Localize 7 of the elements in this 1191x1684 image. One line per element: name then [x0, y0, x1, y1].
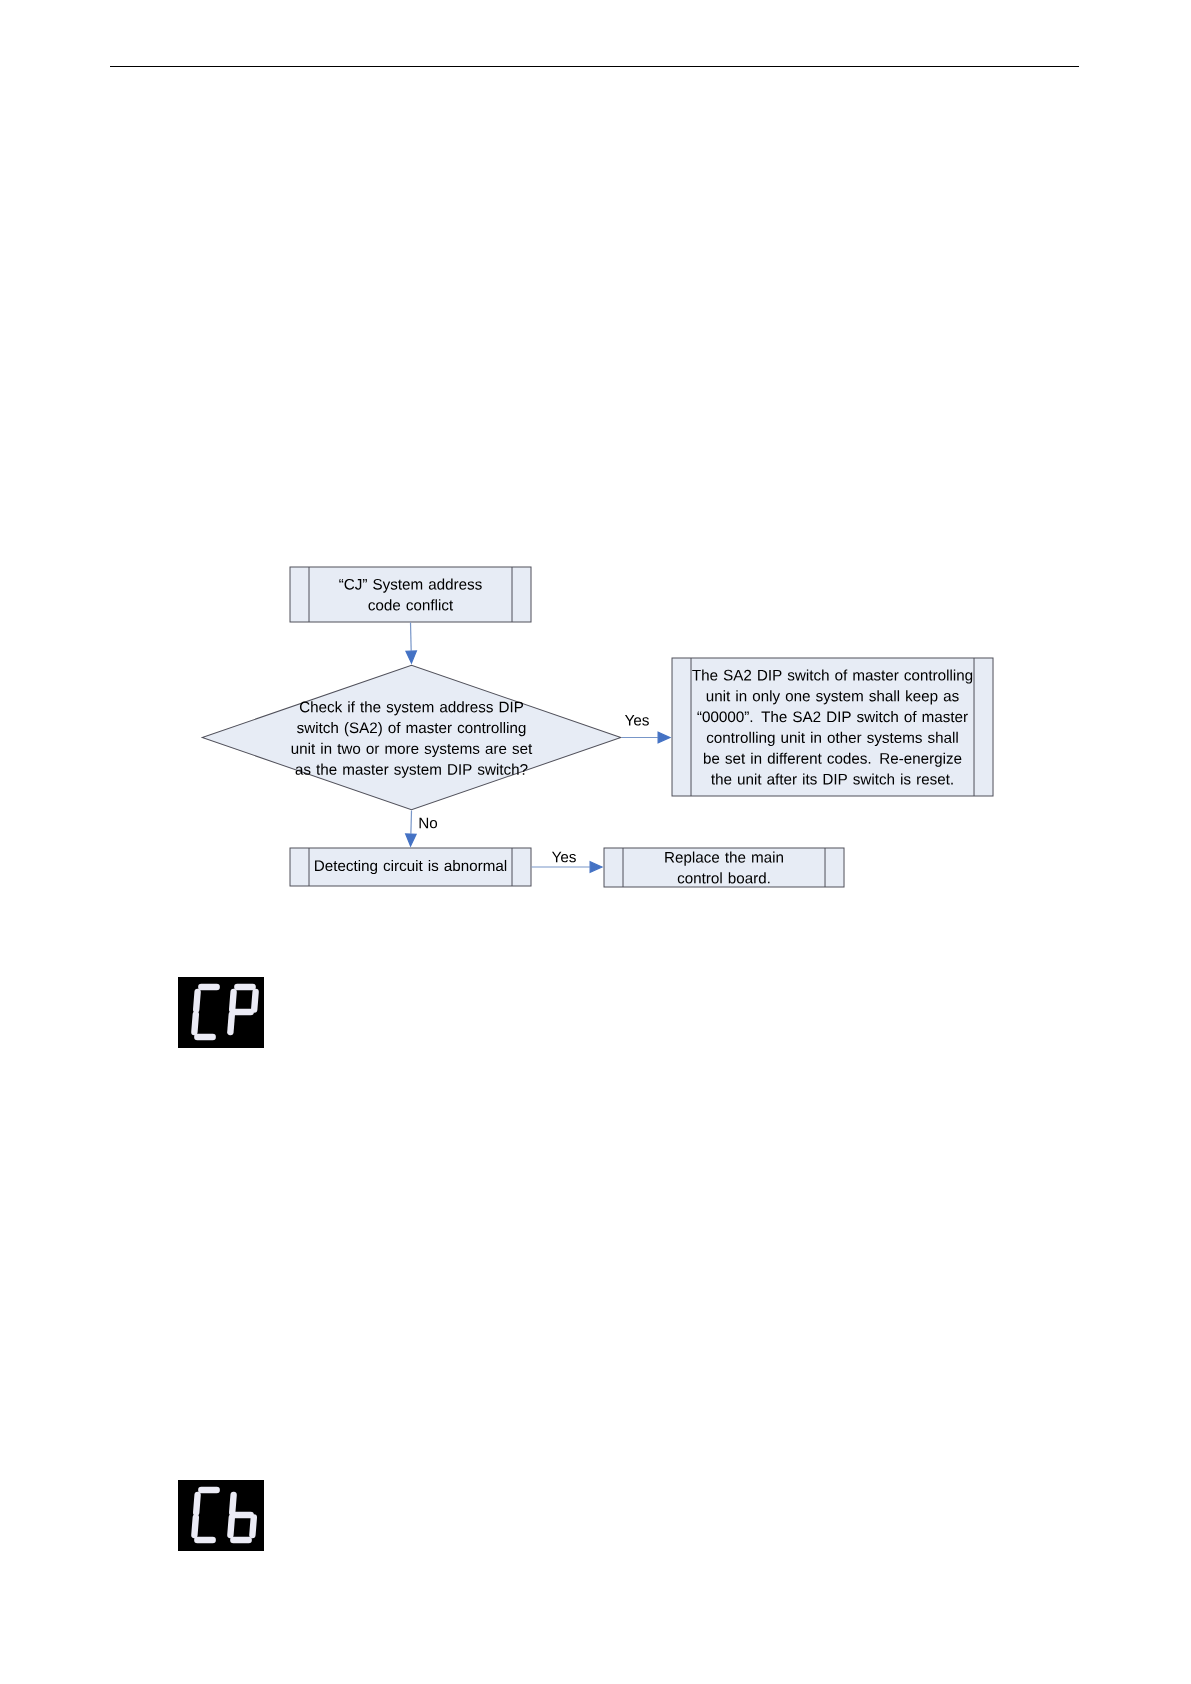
edge-label: Yes [624, 715, 649, 726]
process-box: The SA2 DIP switch of master controlling unit in only one system shall keep as “00000”. The SA2 DIP switch of master controlling unit in other systems shall be set in different codes. Re-energize the unit after its DIP switch is reset. [671, 657, 994, 797]
process-box: Replace the main control board. [603, 847, 845, 888]
process-box: “CJ” System address code conflict [289, 566, 532, 623]
process-box: Detecting circuit is abnormal [289, 847, 532, 887]
edge-label: Yes [551, 851, 576, 863]
edge-label: No [419, 817, 438, 829]
